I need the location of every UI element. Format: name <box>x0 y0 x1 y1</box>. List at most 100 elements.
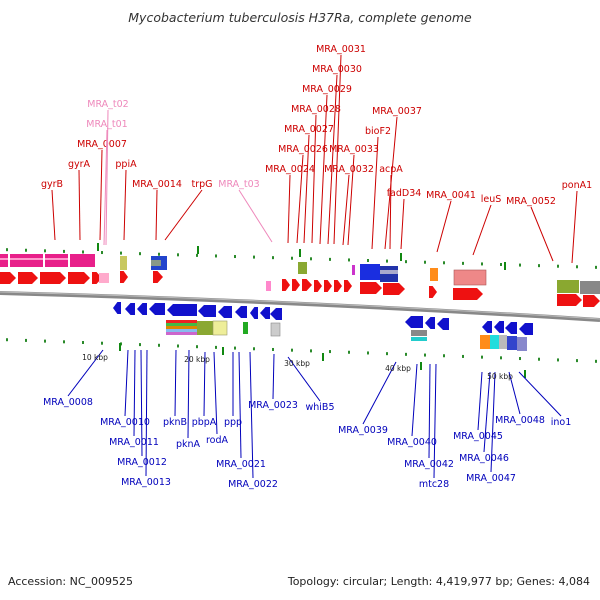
label-leader-line <box>342 174 350 246</box>
label-leader-line <box>436 200 452 253</box>
minor-tick <box>538 357 540 361</box>
minor-tick <box>253 255 255 259</box>
label-leader-line <box>327 74 338 245</box>
gene-label: MRA_0040 <box>387 437 437 448</box>
feature-block <box>499 335 507 349</box>
gene-label: MRA_0021 <box>216 459 266 470</box>
minor-tick <box>443 261 445 265</box>
reverse-gene-arrow <box>198 305 216 317</box>
minor-tick <box>595 265 597 269</box>
scale-tick-label: 40 kbp <box>385 364 411 373</box>
label-leader-line <box>483 371 491 453</box>
label-leader-line <box>490 371 496 473</box>
major-tick <box>97 243 99 251</box>
minor-tick <box>139 252 141 256</box>
reverse-gene-arrow <box>218 306 232 318</box>
label-leader-line <box>174 349 177 417</box>
gene-label: MRA_0022 <box>228 479 278 490</box>
label-leader-line <box>303 134 310 244</box>
minor-tick <box>424 353 426 357</box>
minor-tick <box>329 257 331 261</box>
minor-tick <box>44 339 46 343</box>
minor-tick <box>538 264 540 268</box>
accession-text: Accession: NC_009525 <box>8 575 133 588</box>
feature-block <box>151 260 161 266</box>
feature-block <box>507 336 517 350</box>
gene-label: MRA_0013 <box>121 477 171 488</box>
forward-gene-arrow <box>429 286 437 298</box>
reverse-gene-arrow <box>113 302 121 314</box>
minor-tick <box>63 340 65 344</box>
rna-feature-stripe <box>10 258 43 260</box>
feature-block <box>352 265 355 275</box>
label-leader-line <box>333 54 342 245</box>
gene-label: ponA1 <box>562 180 592 191</box>
scale-tick-label: 10 kbp <box>82 353 108 362</box>
label-leader-line <box>272 353 275 400</box>
gene-label: MRA_0014 <box>132 179 182 190</box>
minor-tick <box>576 265 578 269</box>
label-leader-line <box>571 190 578 264</box>
label-leader-line <box>145 349 148 477</box>
label-leader-line <box>411 363 418 437</box>
label-leader-line <box>99 149 103 241</box>
gene-label: pknA <box>176 439 201 450</box>
reverse-gene-arrow <box>437 318 449 330</box>
forward-gene-arrow <box>383 283 405 295</box>
forward-gene-arrow <box>334 280 342 292</box>
major-tick <box>504 262 506 270</box>
gene-label: MRA_0027 <box>284 124 334 135</box>
feature-block <box>270 322 281 337</box>
gene-label: MRA_0026 <box>278 144 328 155</box>
gene-label: MRA_0039 <box>338 425 388 436</box>
label-leader-line <box>103 129 108 246</box>
minor-tick <box>462 354 464 358</box>
label-leader-line <box>213 351 218 435</box>
forward-gene-arrow <box>0 272 16 284</box>
reverse-gene-arrow <box>167 304 197 316</box>
feature-stripe <box>166 326 197 329</box>
minor-tick <box>158 252 160 256</box>
minor-tick <box>158 343 160 347</box>
feature-block <box>453 269 487 286</box>
feature-block <box>411 337 427 341</box>
label-leader-line <box>389 174 392 250</box>
label-leader-line <box>51 189 56 241</box>
minor-tick <box>101 251 103 255</box>
reverse-gene-arrow <box>270 308 282 320</box>
rna-feature-block <box>45 254 68 267</box>
minor-tick <box>557 358 559 362</box>
forward-gene-arrow <box>360 282 382 294</box>
label-leader-line <box>105 109 109 246</box>
label-leader-line <box>203 351 206 417</box>
minor-tick <box>63 249 65 253</box>
trna-feature <box>266 281 271 291</box>
minor-tick <box>367 259 369 263</box>
minor-tick <box>386 259 388 263</box>
minor-tick <box>215 254 217 258</box>
minor-tick <box>82 341 84 345</box>
forward-gene-arrow <box>18 272 38 284</box>
reverse-gene-arrow <box>425 317 435 329</box>
forward-gene-arrow <box>557 294 582 306</box>
forward-gene-arrow <box>40 272 66 284</box>
genome-summary-text: Topology: circular; Length: 4,419,977 bp… <box>287 575 590 588</box>
label-leader-line <box>400 198 405 250</box>
reverse-gene-arrow <box>125 303 135 315</box>
minor-tick <box>291 348 293 352</box>
scale-tick-label: 30 kbp <box>284 359 310 368</box>
label-leader-line <box>287 356 321 402</box>
gene-label: MRA_0052 <box>506 196 556 207</box>
label-leader-line <box>140 349 143 457</box>
gene-label: bioF2 <box>365 126 391 137</box>
minor-tick <box>348 350 350 354</box>
minor-tick <box>329 350 331 354</box>
minor-tick <box>234 346 236 350</box>
gene-label: gyrA <box>68 159 91 170</box>
label-leader-line <box>164 189 203 241</box>
feature-block <box>480 335 490 349</box>
gene-label: gyrB <box>41 179 63 190</box>
forward-gene-arrow <box>153 271 163 283</box>
minor-tick <box>25 248 27 252</box>
label-leader-line <box>67 349 104 397</box>
